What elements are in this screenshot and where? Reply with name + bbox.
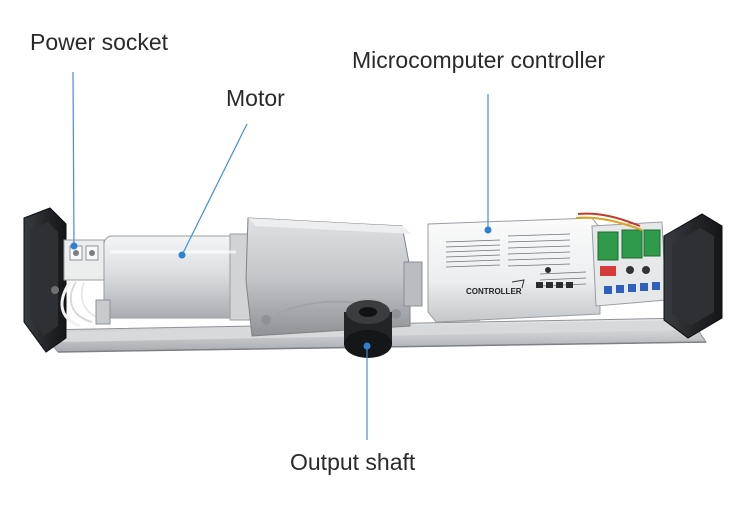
output-shaft	[344, 300, 392, 358]
leader-dots	[70, 226, 492, 350]
label-power-socket: Power socket	[30, 29, 169, 55]
leader-power-socket	[72, 71, 75, 247]
terminal-board	[575, 212, 667, 307]
controller-keypad	[536, 282, 573, 288]
dot-power-socket	[70, 242, 78, 250]
gearbox	[245, 217, 423, 337]
terminal-buttons	[604, 282, 660, 294]
label-motor: Motor	[226, 85, 285, 111]
label-microcomputer-controller: Microcomputer controller	[352, 47, 606, 73]
controller-title: CONTROLLER	[466, 287, 522, 296]
power-socket	[60, 239, 105, 328]
dot-controller	[484, 226, 492, 234]
label-output-shaft: Output shaft	[290, 449, 416, 475]
leader-motor	[181, 123, 248, 256]
motor	[95, 233, 251, 325]
right-end-cap	[663, 213, 723, 339]
dot-output-shaft	[363, 342, 371, 350]
left-end-cap	[23, 207, 67, 353]
dot-motor	[178, 251, 186, 259]
controller-label-lines	[445, 233, 587, 287]
leader-lines	[72, 71, 489, 440]
microcomputer-controller: CONTROLLER	[427, 217, 601, 323]
